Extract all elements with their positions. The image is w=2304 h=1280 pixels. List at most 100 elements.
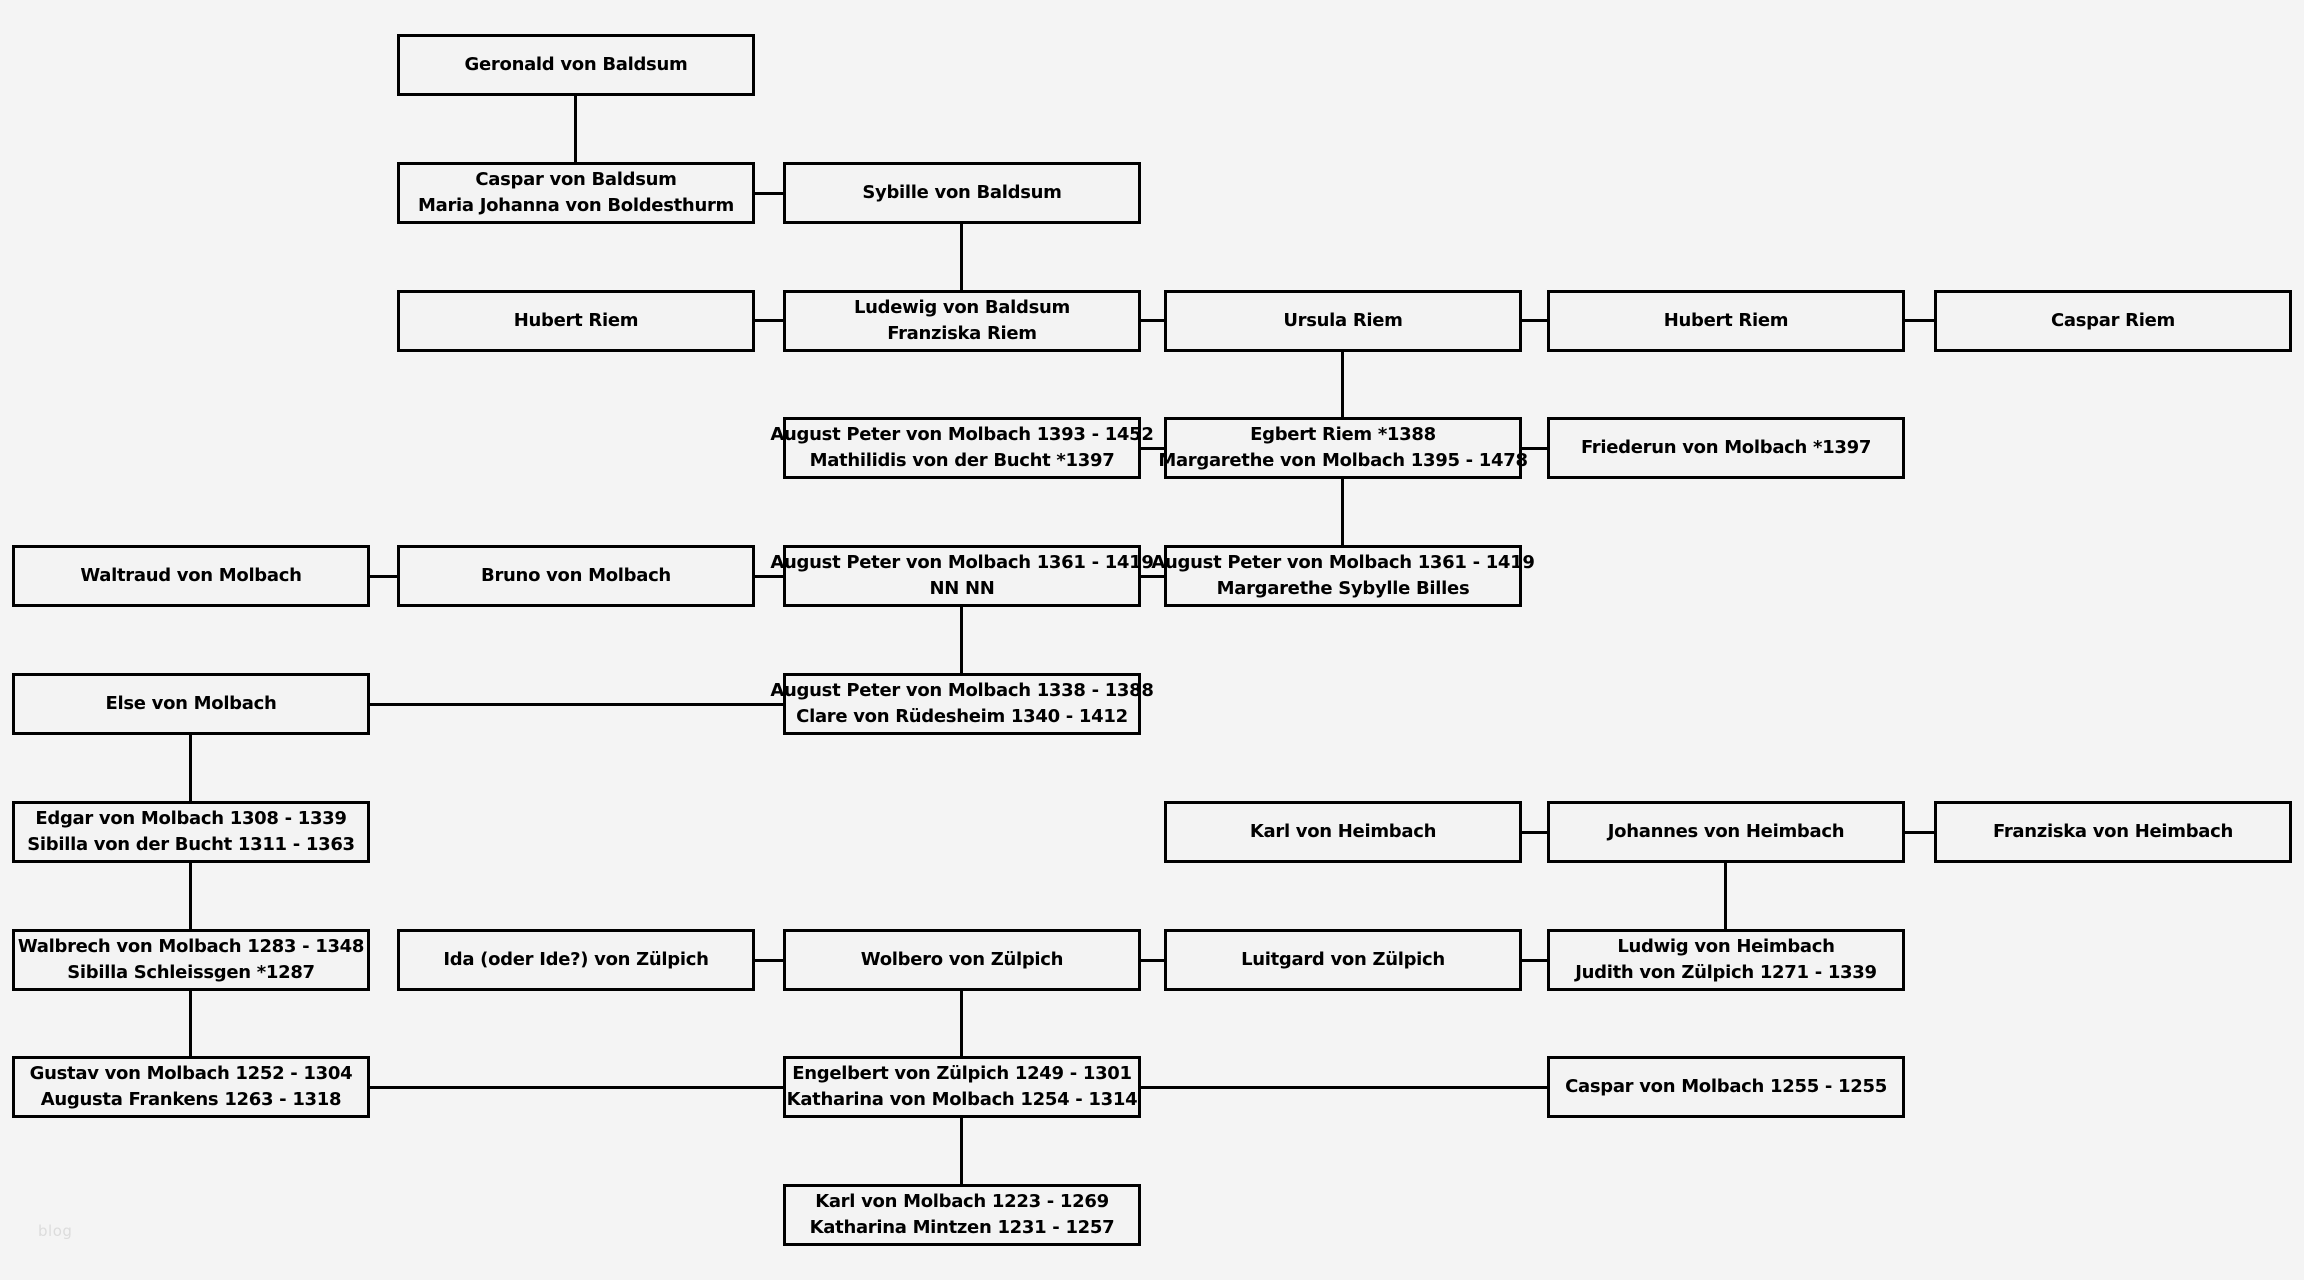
person-name: Engelbert von Zülpich 1249 - 1301 xyxy=(792,1063,1132,1084)
node-else-von-molbach: Else von Molbach xyxy=(12,673,370,735)
person-name: NN NN xyxy=(929,578,995,599)
person-name: Franziska von Heimbach xyxy=(1992,821,2234,842)
node-engelbert-von-zuelpich: Engelbert von Zülpich 1249 - 1301 Kathar… xyxy=(783,1056,1141,1118)
person-name: Clare von Rüdesheim 1340 - 1412 xyxy=(796,706,1128,727)
edge-else-august1338 xyxy=(368,703,785,706)
person-name: Caspar Riem xyxy=(2051,310,2175,331)
node-sybille-von-baldsum: Sybille von Baldsum xyxy=(783,162,1141,224)
person-name: Margarethe Sybylle Billes xyxy=(1216,578,1470,599)
person-name: Edgar von Molbach 1308 - 1339 xyxy=(35,808,347,829)
node-august-peter-von-molbach-1361-nn: August Peter von Molbach 1361 - 1419 NN … xyxy=(770,545,1154,607)
edge-edgar-walbrech xyxy=(189,861,192,931)
edge-caspar-sybille xyxy=(753,192,785,195)
edge-luitgard-ludwig xyxy=(1520,959,1549,962)
person-name: Ursula Riem xyxy=(1283,310,1403,331)
person-name: August Peter von Molbach 1361 - 1419 xyxy=(1151,552,1535,573)
person-name: August Peter von Molbach 1361 - 1419 xyxy=(770,552,1154,573)
person-name: Sibilla Schleissgen *1287 xyxy=(67,962,315,983)
person-name: Hubert Riem xyxy=(513,310,639,331)
edge-ida-wolbero xyxy=(753,959,785,962)
edge-sybille-ludewig xyxy=(960,222,963,292)
node-august-peter-von-molbach-1393: August Peter von Molbach 1393 - 1452 Mat… xyxy=(770,417,1154,479)
person-name: Caspar von Baldsum xyxy=(475,169,677,190)
person-name: Karl von Heimbach xyxy=(1249,821,1437,842)
edge-ursula-egbert xyxy=(1341,350,1344,419)
node-ursula-riem: Ursula Riem xyxy=(1164,290,1522,352)
person-name: Wolbero von Zülpich xyxy=(860,949,1064,970)
edge-egbert-august-billes xyxy=(1341,477,1344,547)
edge-ludewig-ursula xyxy=(1139,319,1166,322)
node-caspar-riem: Caspar Riem xyxy=(1934,290,2292,352)
edge-engelbert-caspar xyxy=(1139,1086,1549,1089)
person-name: Bruno von Molbach xyxy=(481,565,671,586)
person-name: Ludewig von Baldsum xyxy=(853,297,1070,318)
node-gustav-von-molbach: Gustav von Molbach 1252 - 1304 Augusta F… xyxy=(12,1056,370,1118)
person-name: Caspar von Molbach 1255 - 1255 xyxy=(1565,1076,1887,1097)
person-name: August Peter von Molbach 1393 - 1452 xyxy=(770,424,1154,445)
person-name: Sibilla von der Bucht 1311 - 1363 xyxy=(27,834,355,855)
node-geronald-von-baldsum: Geronald von Baldsum xyxy=(397,34,755,96)
edge-wolbero-engelbert xyxy=(960,989,963,1058)
person-name: Maria Johanna von Boldesthurm xyxy=(418,195,734,216)
edge-else-edgar xyxy=(189,733,192,803)
node-hubert-riem-2: Hubert Riem xyxy=(1547,290,1905,352)
edge-bruno-augustnn xyxy=(753,575,785,578)
edge-hubert1-ludewig xyxy=(753,319,785,322)
node-karl-von-molbach: Karl von Molbach 1223 - 1269 Katharina M… xyxy=(783,1184,1141,1246)
person-name: Katharina von Molbach 1254 - 1314 xyxy=(786,1089,1138,1110)
person-name: Hubert Riem xyxy=(1663,310,1789,331)
node-wolbero-von-zuelpich: Wolbero von Zülpich xyxy=(783,929,1141,991)
node-august-peter-von-molbach-1361-billes: August Peter von Molbach 1361 - 1419 Mar… xyxy=(1151,545,1535,607)
person-name: Luitgard von Zülpich xyxy=(1241,949,1445,970)
edge-wolbero-luitgard xyxy=(1139,959,1166,962)
edge-ursula-hubert2 xyxy=(1520,319,1549,322)
person-name: Gustav von Molbach 1252 - 1304 xyxy=(29,1063,353,1084)
node-bruno-von-molbach: Bruno von Molbach xyxy=(397,545,755,607)
person-name: Ludwig von Heimbach xyxy=(1617,936,1835,957)
person-name: August Peter von Molbach 1338 - 1388 xyxy=(770,680,1154,701)
node-caspar-von-molbach: Caspar von Molbach 1255 - 1255 xyxy=(1547,1056,1905,1118)
node-friederun-von-molbach: Friederun von Molbach *1397 xyxy=(1547,417,1905,479)
edge-walbrech-gustav xyxy=(189,989,192,1058)
person-name: Waltraud von Molbach xyxy=(80,565,302,586)
watermark-text: blog xyxy=(38,1222,73,1240)
edge-johannes-ludwig xyxy=(1724,861,1727,931)
node-johannes-von-heimbach: Johannes von Heimbach xyxy=(1547,801,1905,863)
edge-karl-johannes xyxy=(1520,831,1549,834)
edge-johannes-franziska xyxy=(1903,831,1936,834)
edge-waltraud-bruno xyxy=(368,575,399,578)
edge-august1393-egbert xyxy=(1139,447,1166,450)
person-name: Franziska Riem xyxy=(887,323,1037,344)
node-luitgard-von-zuelpich: Luitgard von Zülpich xyxy=(1164,929,1522,991)
person-name: Sybille von Baldsum xyxy=(862,182,1062,203)
edge-gustav-engelbert xyxy=(368,1086,785,1089)
node-ludewig-von-baldsum: Ludewig von Baldsum Franziska Riem xyxy=(783,290,1141,352)
node-caspar-von-baldsum: Caspar von Baldsum Maria Johanna von Bol… xyxy=(397,162,755,224)
person-name: Walbrech von Molbach 1283 - 1348 xyxy=(17,936,365,957)
person-name: Friederun von Molbach *1397 xyxy=(1580,437,1872,458)
person-name: Augusta Frankens 1263 - 1318 xyxy=(40,1089,342,1110)
edge-engelbert-karl xyxy=(960,1116,963,1186)
node-hubert-riem-1: Hubert Riem xyxy=(397,290,755,352)
node-august-peter-von-molbach-1338: August Peter von Molbach 1338 - 1388 Cla… xyxy=(770,673,1154,735)
node-waltraud-von-molbach: Waltraud von Molbach xyxy=(12,545,370,607)
edge-hubert2-casparriem xyxy=(1903,319,1936,322)
person-name: Karl von Molbach 1223 - 1269 xyxy=(815,1191,1109,1212)
edge-augustnn-august1338 xyxy=(960,605,963,675)
edge-augustnn-billes xyxy=(1139,575,1166,578)
edge-egbert-friederun xyxy=(1520,447,1549,450)
node-franziska-von-heimbach: Franziska von Heimbach xyxy=(1934,801,2292,863)
person-name: Mathilidis von der Bucht *1397 xyxy=(809,450,1115,471)
node-ida-von-zuelpich: Ida (oder Ide?) von Zülpich xyxy=(397,929,755,991)
node-egbert-riem: Egbert Riem *1388 Margarethe von Molbach… xyxy=(1158,417,1528,479)
node-karl-von-heimbach: Karl von Heimbach xyxy=(1164,801,1522,863)
edge-geronald-caspar xyxy=(574,94,577,164)
node-walbrech-von-molbach: Walbrech von Molbach 1283 - 1348 Sibilla… xyxy=(12,929,370,991)
person-name: Margarethe von Molbach 1395 - 1478 xyxy=(1158,450,1528,471)
person-name: Egbert Riem *1388 xyxy=(1250,424,1436,445)
person-name: Johannes von Heimbach xyxy=(1607,821,1845,842)
person-name: Else von Molbach xyxy=(105,693,277,714)
person-name: Katharina Mintzen 1231 - 1257 xyxy=(809,1217,1115,1238)
node-edgar-von-molbach: Edgar von Molbach 1308 - 1339 Sibilla vo… xyxy=(12,801,370,863)
